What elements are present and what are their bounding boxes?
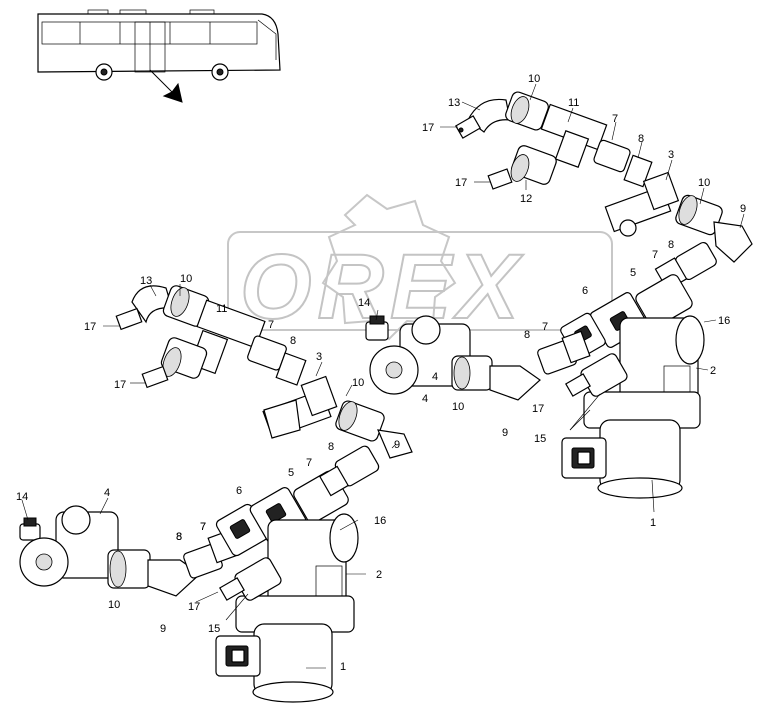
callout-8-ll: 8 [176,531,182,543]
callout-10-ml: 10 [180,273,192,285]
callout-6-ll: 6 [236,485,242,497]
callout-5-ll: 5 [288,467,294,479]
leader-lines [21,83,745,669]
callout-17b-ml: 17 [114,379,126,391]
callout-7b-ll: 7 [306,457,312,469]
callout-13-ml: 13 [140,275,152,287]
callout-9b: 9 [502,427,508,439]
callout-14-ml: 14 [358,297,370,309]
callout-9-ll: 9 [160,623,166,635]
callout-7b: 7 [652,249,658,261]
callout-12: 12 [520,193,532,205]
bus-thumbnail [37,9,281,103]
callout-1: 1 [650,517,656,529]
upper-right-assembly [455,91,753,499]
callout-8c-ll: 8 [176,531,182,543]
callout-9-ml: 9 [394,439,400,451]
callout-17b: 17 [455,177,467,189]
callouts-lower-left: 14 4 8 7 6 5 8 7 16 8 7 2 10 9 17 15 1 [16,441,386,673]
callout-7c-ll: 7 [200,521,206,533]
callout-7c: 7 [542,321,548,333]
callout-10b: 10 [698,177,710,189]
callout-3-ml: 3 [316,351,322,363]
callout-16: 16 [718,315,730,327]
callout-5: 5 [630,267,636,279]
callout-8-ml: 8 [290,335,296,347]
callouts-upper-right: 13 17 10 11 7 8 17 12 3 10 9 7 8 5 6 16 … [422,73,746,529]
callout-1-ll: 1 [340,661,346,673]
callout-8: 8 [638,133,644,145]
callout-2: 2 [710,365,716,377]
callout-3: 3 [668,149,674,161]
middle-left-assembly [115,285,541,459]
callout-4: 4 [422,393,428,405]
callout-11-ml: 11 [216,303,227,315]
callout-10-ll: 10 [108,599,120,611]
callout-15: 15 [534,433,546,445]
callout-4-ml: 4 [432,371,438,383]
callout-17: 17 [422,122,434,134]
callout-17c: 17 [532,403,544,415]
callout-8c: 8 [524,329,530,341]
callout-11: 11 [568,97,579,109]
callout-10b-ml: 10 [352,377,364,389]
callout-8b-ll: 8 [328,441,334,453]
callout-17-ll: 17 [188,601,200,613]
callout-7: 7 [612,113,618,125]
callout-7-ll: 7 [200,521,206,533]
callouts-middle-left: 13 10 17 11 7 8 17 3 10 9 14 4 [84,273,438,451]
callout-7-ml: 7 [268,319,274,331]
callout-6: 6 [582,285,588,297]
callout-16-ll: 16 [374,515,386,527]
callout-17-ml: 17 [84,321,96,333]
callout-10: 10 [528,73,540,85]
callout-14-ll: 14 [16,491,28,503]
callout-4-ll: 4 [104,487,110,499]
callout-13: 13 [448,97,460,109]
callout-10c: 10 [452,401,464,413]
callout-2-ll: 2 [376,569,382,581]
callout-9: 9 [740,203,746,215]
lower-left-assembly [19,445,380,703]
callout-8b: 8 [668,239,674,251]
callout-15-ll: 15 [208,623,220,635]
